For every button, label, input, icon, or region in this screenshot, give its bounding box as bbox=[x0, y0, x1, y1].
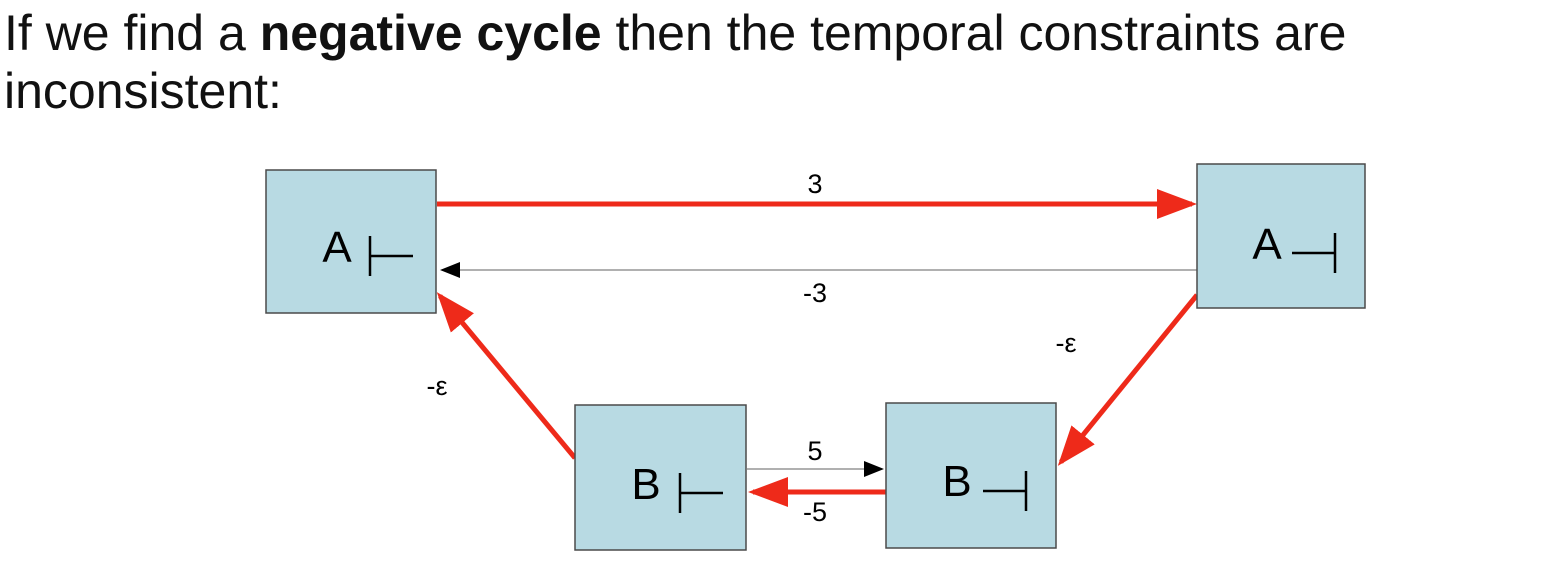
start-bar-icon bbox=[368, 236, 413, 276]
edge-label-5: 5 bbox=[807, 436, 822, 466]
end-bar-icon bbox=[1292, 233, 1337, 273]
heading-bold-text: negative cycle bbox=[259, 5, 602, 61]
node-b-end: B bbox=[885, 402, 1057, 549]
node-a-end-label: A bbox=[1252, 220, 1282, 269]
edge-label-minus-5: -5 bbox=[803, 497, 827, 527]
node-a-start-label: A bbox=[322, 223, 352, 272]
heading-text-after: then the temporal constraints are incons… bbox=[4, 5, 1347, 119]
node-a-start: A bbox=[265, 169, 437, 314]
edge-b-start-to-a-start bbox=[436, 292, 577, 460]
end-bar-icon bbox=[983, 471, 1028, 511]
node-a-end: A bbox=[1196, 163, 1366, 309]
start-bar-icon bbox=[678, 473, 723, 513]
node-b-end-label: B bbox=[942, 457, 971, 506]
node-b-start-label: B bbox=[631, 460, 660, 509]
edge-label-3: 3 bbox=[807, 169, 822, 199]
heading-text-before: If we find a bbox=[4, 5, 260, 61]
node-b-start: B bbox=[574, 404, 747, 551]
edge-label-minus-epsilon-left: -ε bbox=[426, 371, 447, 401]
edge-label-minus-3: -3 bbox=[803, 278, 827, 308]
edge-a-end-to-b-end bbox=[1057, 293, 1199, 466]
edge-label-minus-epsilon-right: -ε bbox=[1055, 328, 1076, 358]
slide-heading: If we find a negative cycle then the tem… bbox=[4, 4, 1554, 120]
